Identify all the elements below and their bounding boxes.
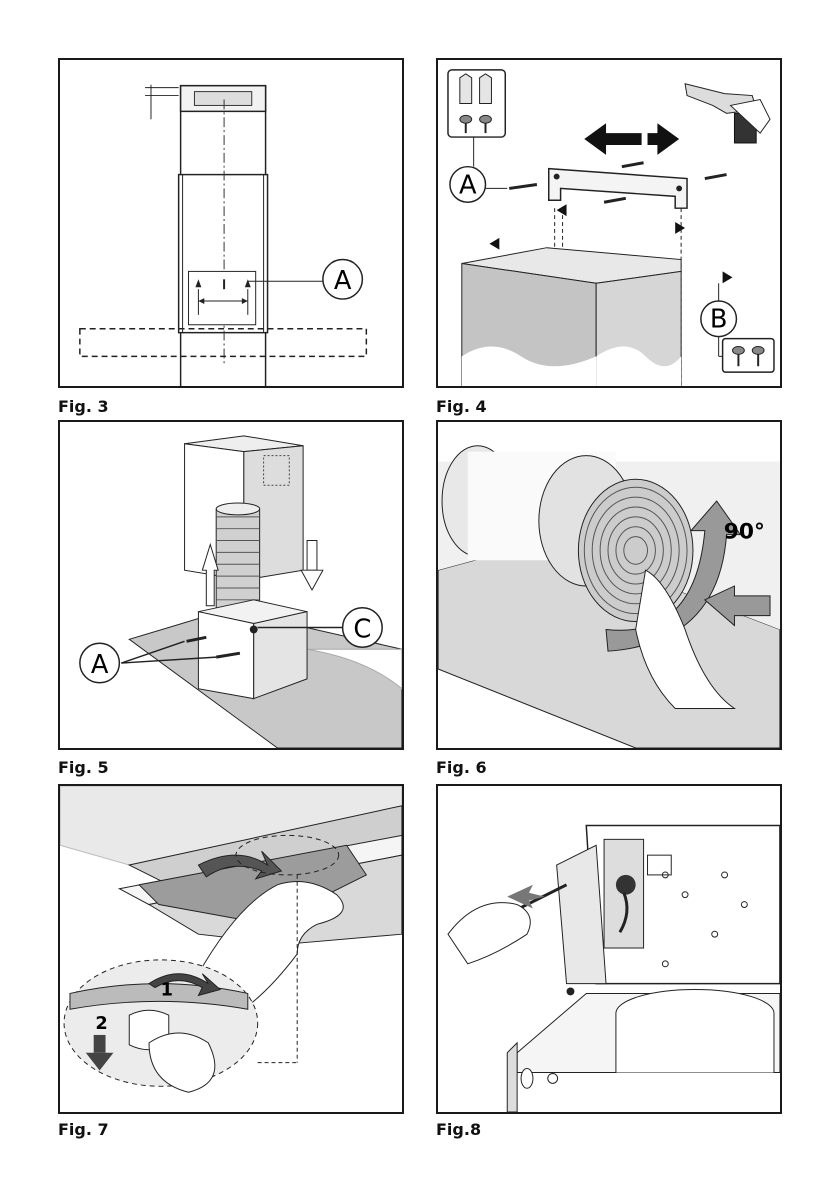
- fig3-label-a: A: [334, 266, 352, 296]
- figure-8-caption: Fig.8: [436, 1120, 481, 1139]
- fig5-label-c: C: [353, 614, 371, 644]
- figure-4-caption: Fig. 4: [436, 397, 487, 416]
- fig6-angle-label: 90°: [724, 520, 765, 545]
- figure-3-caption: Fig. 3: [58, 397, 109, 416]
- drill-icon: [685, 84, 770, 143]
- figure-4-panel: A B: [436, 58, 782, 388]
- figure-6-drawing: 90°: [438, 422, 780, 748]
- figure-7-drawing: 1 2: [60, 786, 402, 1112]
- figure-7-caption: Fig. 7: [58, 1120, 109, 1139]
- figure-5-caption: Fig. 5: [58, 758, 109, 777]
- figure-3-drawing: A: [60, 60, 402, 386]
- figure-5-drawing: A C: [60, 422, 402, 748]
- figure-8-panel: [436, 784, 782, 1114]
- figure-7-panel: 1 2: [58, 784, 404, 1114]
- screw-icon: [723, 339, 774, 373]
- wall-plug-icon: [448, 70, 505, 137]
- figure-4-drawing: A B: [438, 60, 780, 386]
- figure-5-panel: A C: [58, 420, 404, 750]
- figure-3-panel: A: [58, 58, 404, 388]
- fig5-label-a: A: [91, 650, 109, 680]
- fig7-step-2: 2: [95, 1013, 107, 1034]
- fig4-label-b: B: [710, 305, 728, 335]
- fig7-step-1: 1: [161, 979, 173, 1000]
- fig4-label-a: A: [459, 170, 477, 200]
- figure-6-caption: Fig. 6: [436, 758, 487, 777]
- figure-8-drawing: [438, 786, 780, 1112]
- figure-6-panel: 90°: [436, 420, 782, 750]
